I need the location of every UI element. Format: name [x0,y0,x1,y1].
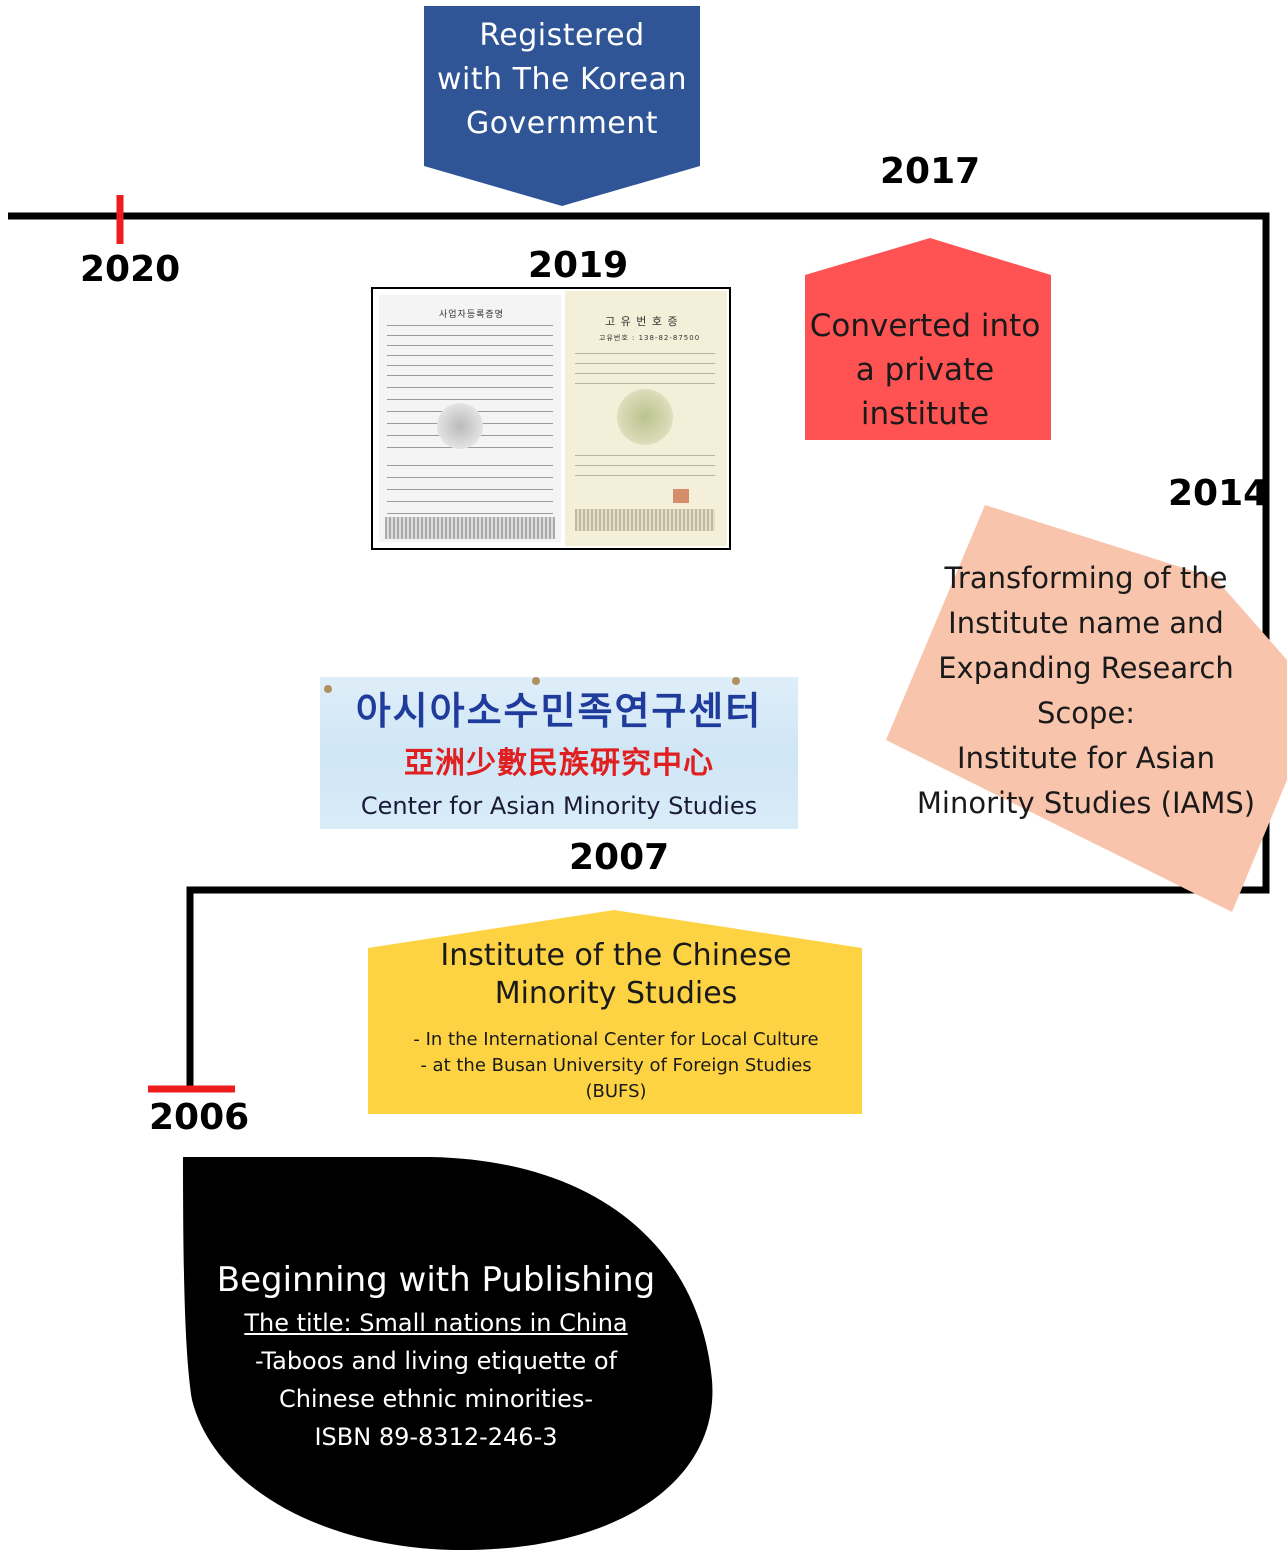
event-2014-line: Transforming of the [944,561,1228,595]
timeline-path [8,212,1270,1092]
shape-2014 [886,505,1287,912]
event-2006-body: The title: Small nations in China -Taboo… [176,1304,696,1456]
event-2007-sub-line: - In the International Center for Local … [413,1029,819,1050]
emblem-icon [437,403,483,449]
event-2019-line: with The Korean [436,62,688,97]
event-2007-sub: - In the International Center for Local … [366,1027,866,1105]
event-2014-line: Expanding Research [938,651,1234,685]
stamp-icon [673,489,689,503]
event-2014-text: Transforming of the Institute name and E… [886,556,1286,826]
center-sign-photo: 아시아소수민족연구센터 亞洲少數民族硏究中心 Center for Asian … [320,677,798,829]
event-2017-line: institute [860,396,990,432]
event-2006-line: Chinese ethnic minorities- [278,1385,594,1413]
event-2017-line: Converted into [809,308,1041,344]
certificate-right-number: 고유번호 : 138-82-87500 [599,334,701,342]
emblem-icon [617,389,673,445]
year-2007: 2007 [569,837,670,878]
certificate-image: 사업자등록증명 고 유 번 호 증 고유번호 : 138-82-87500 [371,287,731,550]
event-2006-title: Beginning with Publishing [216,1260,656,1300]
shape-2006 [183,1157,713,1551]
event-2019-line: Government [465,106,659,141]
sign-korean: 아시아소수민족연구센터 [355,689,763,733]
event-2014-line: Minority Studies (IAMS) [916,786,1256,820]
event-2007-sub-line: - at the Busan University of Foreign Stu… [420,1055,812,1076]
event-2007-title: Institute of the Chinese Minority Studie… [366,937,866,1013]
year-2006: 2006 [149,1097,250,1138]
sign-chinese: 亞洲少數民族硏究中心 [404,746,714,781]
event-2006-line: ISBN 89-8312-246-3 [314,1423,558,1451]
year-2014: 2014 [1168,473,1269,514]
event-2006-line: -Taboos and living etiquette of [254,1347,618,1375]
event-2017-text: Converted into a private institute [800,304,1050,436]
certificate-left-heading: 사업자등록증명 [439,310,504,320]
certificate-right-heading: 고 유 번 호 증 [605,315,679,328]
event-2014-line: Scope: [1036,696,1136,730]
certificate-right-page: 고 유 번 호 증 고유번호 : 138-82-87500 [565,291,727,546]
event-2007-title-line: Institute of the Chinese [440,938,792,973]
shape-2017 [805,238,1051,440]
year-2019: 2019 [528,245,629,286]
event-2014-line: Institute name and [948,606,1224,640]
event-2006-book-title: The title: Small nations in China [244,1309,628,1337]
shape-2019 [424,6,700,206]
shape-2007 [368,910,862,1114]
certificate-left-page: 사업자등록증명 [379,295,561,542]
sign-english: Center for Asian Minority Studies [360,792,758,820]
event-2007-sub-line: (BUFS) [585,1081,647,1102]
event-2017-line: a private [855,352,995,388]
event-2014-line: Institute for Asian [957,741,1215,775]
year-2017: 2017 [880,151,981,192]
event-2007-title-line: Minority Studies [494,976,738,1011]
event-2019-text: Registered with The Korean Government [424,14,700,146]
event-2019-line: Registered [479,18,645,53]
year-2020: 2020 [80,249,181,290]
